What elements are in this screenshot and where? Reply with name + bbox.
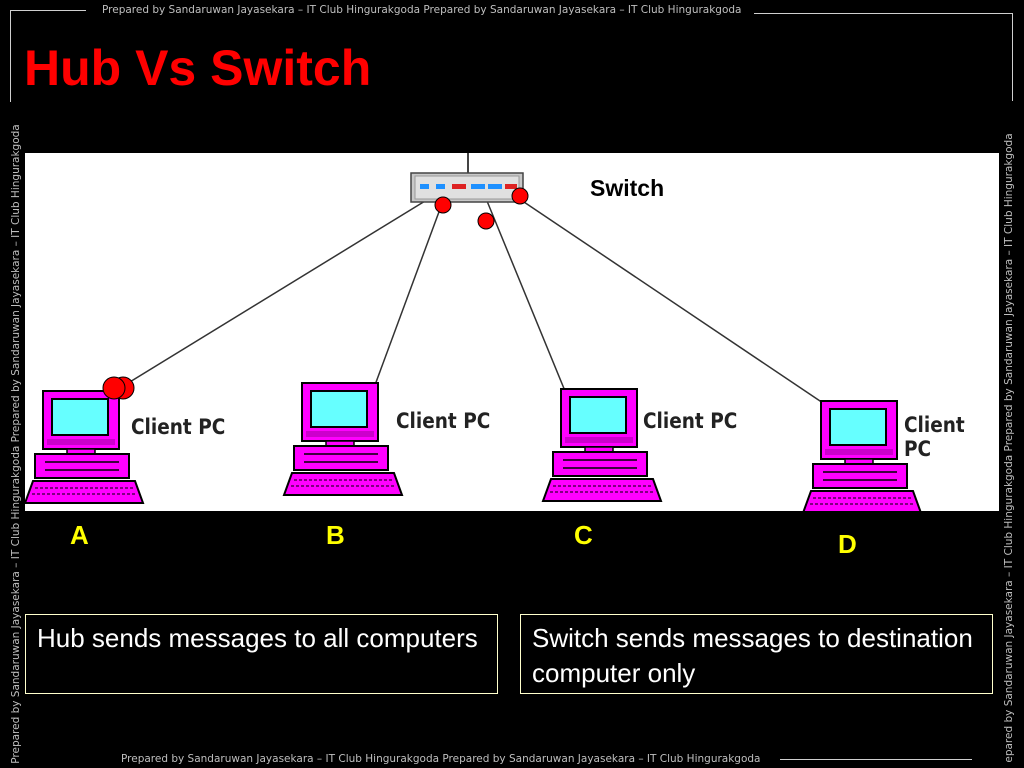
cable-b xyxy=(374,200,444,386)
top-rule-left xyxy=(10,10,86,11)
watermark-left: Prepared by Sandaruwan Jayasekara – IT C… xyxy=(10,124,22,764)
hub-description-box: Hub sends messages to all computers xyxy=(25,614,498,694)
top-rule-right xyxy=(754,13,1012,14)
pc-label-c: Client PC xyxy=(643,409,738,433)
pc-letter-a: A xyxy=(70,520,89,550)
cable-d xyxy=(517,197,824,404)
switch-description-text: Switch sends messages to destination com… xyxy=(532,623,973,688)
cable-c xyxy=(486,200,566,392)
pc-letter-c: C xyxy=(574,520,593,550)
network-svg xyxy=(25,153,922,511)
switch-device xyxy=(410,172,524,203)
network-diagram: Switch Client PC Client PC Client PC Cli… xyxy=(25,153,999,511)
watermark-top: Prepared by Sandaruwan Jayasekara – IT C… xyxy=(102,4,742,16)
slide-title: Hub Vs Switch xyxy=(24,40,372,96)
pc-label-b: Client PC xyxy=(396,409,491,433)
left-rule xyxy=(10,10,11,102)
hub-description-text: Hub sends messages to all computers xyxy=(37,623,478,653)
bottom-rule xyxy=(780,759,972,760)
cable-a xyxy=(119,197,431,389)
pc-letter-d: D xyxy=(838,529,857,559)
pc-letter-b: B xyxy=(326,520,345,550)
pc-a-icon xyxy=(25,390,144,504)
packet-dot xyxy=(434,196,452,214)
watermark-bottom: Prepared by Sandaruwan Jayasekara – IT C… xyxy=(121,753,761,765)
switch-description-box: Switch sends messages to destination com… xyxy=(520,614,993,694)
pc-b-icon xyxy=(283,382,403,496)
pc-label-d: Client PC xyxy=(904,413,965,461)
packet-dot xyxy=(102,376,126,400)
watermark-right: epared by Sandaruwan Jayasekara – IT Clu… xyxy=(1003,133,1015,763)
pc-c-icon xyxy=(542,388,662,502)
switch-label: Switch xyxy=(590,175,665,201)
right-rule xyxy=(1012,13,1013,101)
packet-dot xyxy=(477,212,495,230)
pc-label-a: Client PC xyxy=(131,415,226,439)
packet-dot xyxy=(511,187,529,205)
